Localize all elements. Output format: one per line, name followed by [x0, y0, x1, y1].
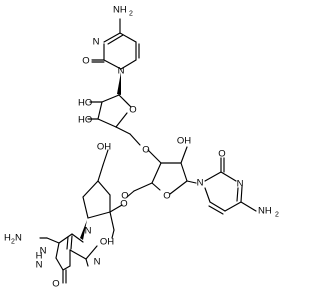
n3-top-label: N	[93, 37, 100, 48]
atom-labels: NH 2 N O N HO HO O O OH O N O N NH 2 OH …	[4, 5, 279, 290]
oh-5prime-bot-label: OH	[97, 142, 111, 153]
n1-gua-label: N	[36, 260, 43, 271]
n3-mid-label: N	[237, 179, 244, 190]
amine-label-mid-sub: 2	[275, 212, 279, 219]
amine-label-mid: NH	[258, 206, 272, 217]
middle-ribose-ring	[126, 146, 197, 198]
o2-mid-label: O	[218, 149, 225, 160]
o6-gua-label: O	[52, 279, 59, 290]
guanine-amine-h-label: H	[4, 233, 11, 244]
o4-top-label: O	[129, 105, 136, 116]
top-cytosine-ring	[91, 18, 140, 70]
middle-cytosine-ring	[204, 157, 257, 215]
n3-gua-label: N	[40, 246, 47, 257]
guanine-ring	[39, 233, 98, 284]
trinucleotide-structure-diagram: NH 2 N O N HO HO O O OH O N O N NH 2 OH …	[4, 5, 279, 290]
ho-2prime-top-label: HO	[78, 98, 92, 109]
guanine-amine-sub-label: 2	[11, 239, 15, 246]
o4-bot-label: O	[120, 199, 127, 210]
bottom-ribose-ring	[80, 149, 123, 240]
amine-label-top-sub: 2	[129, 11, 133, 18]
amine-label-top: NH	[113, 5, 127, 16]
n1-top-label: N	[118, 66, 125, 77]
phosphodiester-link-1	[147, 149, 162, 164]
o2-top-label: O	[82, 56, 89, 67]
o4-mid-label: O	[163, 191, 170, 202]
oh-2prime-mid-label: OH	[177, 136, 191, 147]
n9-gua-label: N	[85, 226, 92, 237]
link-o2-label: O	[121, 191, 128, 202]
guanine-amine-n-label: N	[15, 233, 22, 244]
n7-gua-label: N	[94, 257, 101, 268]
link-o1-label: O	[142, 145, 149, 156]
top-ribose-ring	[87, 72, 141, 146]
n1-gua-h-label: H	[36, 251, 43, 262]
ho-3prime-top-label: HO	[78, 115, 92, 126]
oh-2prime-bot-label: OH	[100, 237, 114, 248]
n1-mid-label: N	[197, 178, 204, 189]
